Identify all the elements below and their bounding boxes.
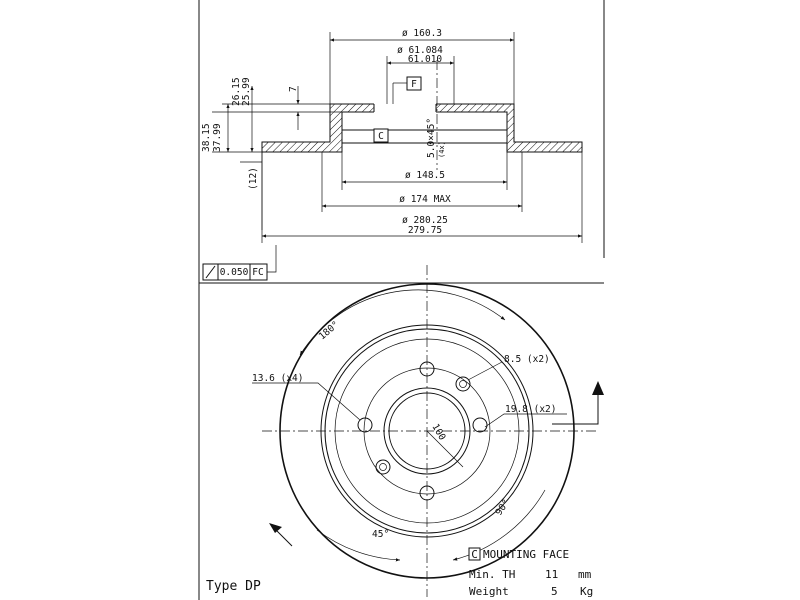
weight-unit: Kg [580, 585, 593, 598]
hole-small-label: 8.5 (x2) [504, 354, 550, 365]
locate-hole-bottom-left-inner [379, 463, 387, 471]
datum-c-box [373, 128, 389, 143]
min-th-unit: mm [578, 568, 592, 581]
type-label: Type DP [206, 579, 261, 594]
section-arrow-right [552, 387, 599, 425]
pcd-label: 100 [429, 422, 447, 443]
locate-hole-top-right-inner [459, 380, 467, 388]
datum-f-box [406, 76, 422, 91]
dim-max-diameter: ø 174 MAX [399, 194, 451, 205]
flatness-icon [205, 265, 216, 279]
datum-c-label: C [378, 131, 384, 142]
weight-value: 5 [551, 585, 558, 598]
plan-view: 100 180° 8.5 (x2) 13.6 (x4) 19.8 (x2) 45… [252, 265, 604, 597]
chamfer-note: (4x) [438, 141, 446, 158]
hole-locate-label: 19.8 (x2) [505, 404, 556, 415]
bolt-hole-bottom [419, 485, 435, 501]
angle-top-label: 180° [317, 319, 342, 342]
dim-total-height-max: 38.15 [201, 123, 212, 152]
datum-f-label: F [411, 79, 417, 90]
dim-hub-height-min: 25.99 [241, 77, 252, 106]
dim-hub-height-max: 26.15 [231, 77, 242, 106]
dim-outer-diameter-top: ø 160.3 [402, 28, 442, 39]
dim-bore-max: ø 61.084 [397, 45, 443, 56]
mounting-face-symbol: C [471, 548, 478, 561]
locate-hole-top-right [455, 376, 471, 392]
bolt-hole-right [472, 417, 488, 433]
angle-left-label: 45° [372, 529, 389, 540]
mounting-face-label: MOUNTING FACE [483, 548, 569, 561]
chamfer-label: 5.0×45° [426, 118, 437, 158]
mounting-face-symbol-box [468, 547, 481, 561]
section-arrow-left [275, 529, 293, 547]
min-th-label: Min. TH [469, 568, 515, 581]
tolerance-datum: FC [252, 267, 263, 278]
dim-ref-height: (12) [248, 167, 259, 190]
tolerance-value: 0.050 [220, 267, 249, 278]
locate-hole-bottom-left [375, 459, 391, 475]
notes-block: C MOUNTING FACE Min. TH 11 mm Weight 5 K… [468, 547, 593, 598]
section-view: F C 5.0×45° (4x) ø 160.3 ø 61.084 61.010… [201, 28, 583, 281]
min-th-value: 11 [545, 568, 558, 581]
tolerance-frame: 0.050 FC [202, 245, 277, 281]
bolt-hole-left [357, 417, 373, 433]
weight-label: Weight [469, 585, 509, 598]
bore-gap [374, 99, 436, 113]
hole-bolt-label: 13.6 (x4) [252, 373, 303, 384]
dim-step-height: 7 [288, 86, 299, 92]
dim-disc-diameter-min: 279.75 [408, 225, 442, 236]
angle-right-label: 90° [493, 497, 512, 517]
bolt-hole-top [419, 361, 435, 377]
dim-disc-diameter-max: ø 280.25 [402, 215, 448, 226]
dim-bore-min: 61.010 [408, 54, 443, 65]
dim-total-height-min: 37.99 [212, 123, 223, 152]
dim-inner-diameter: ø 148.5 [405, 170, 445, 181]
